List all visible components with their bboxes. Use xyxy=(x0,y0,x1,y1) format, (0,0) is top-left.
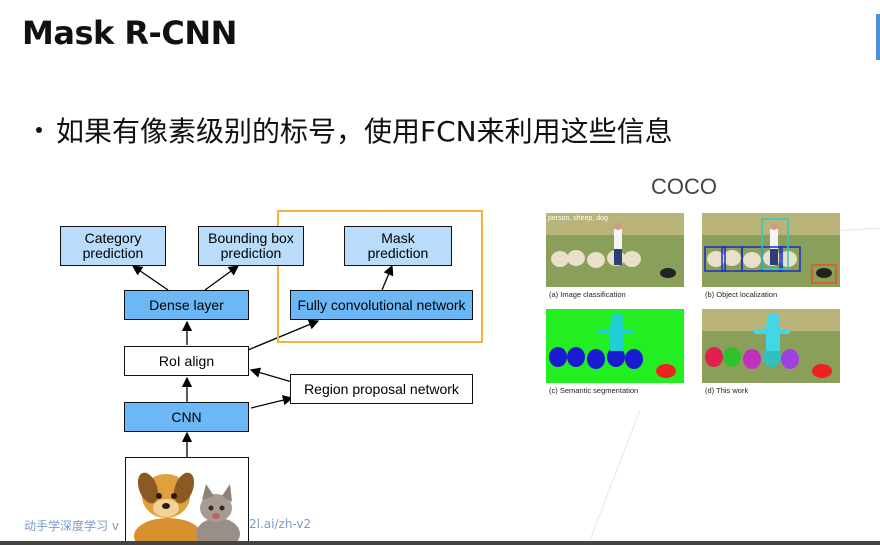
panel-d-caption: (d) This work xyxy=(705,386,749,395)
panel-c-caption: (c) Semantic segmentation xyxy=(549,386,639,395)
panel-a-tag: person, sheep, dog xyxy=(548,215,608,222)
instance-seg-image xyxy=(702,309,840,383)
dense-layer-box: Dense layer xyxy=(124,290,249,320)
bullet-line: 如果有像素级别的标号，使用FCN来利用这些信息 xyxy=(36,110,673,150)
panel-object-localization xyxy=(702,213,840,287)
category-prediction-box: Category prediction xyxy=(60,226,166,266)
input-photo xyxy=(125,457,249,545)
fcn-box: Fully convolutional network xyxy=(290,290,473,320)
panel-a-caption: (a) Image classification xyxy=(549,290,626,299)
bottom-bar xyxy=(0,541,880,545)
footer-link[interactable]: 2l.ai/zh-v2 xyxy=(249,517,312,531)
bbox-prediction-box: Bounding box prediction xyxy=(198,226,304,266)
mask-prediction-box: Mask prediction xyxy=(344,226,452,266)
footer-left: 动手学深度学习 v xyxy=(24,519,119,533)
bullet-text: 如果有像素级别的标号，使用FCN来利用这些信息 xyxy=(56,115,673,148)
rpn-box: Region proposal network xyxy=(290,374,473,404)
sheep-boxes-image xyxy=(702,213,840,287)
bullet-dot xyxy=(36,127,42,133)
accent-bar xyxy=(876,14,880,60)
panel-image-classification: person, sheep, dog xyxy=(546,213,684,287)
coco-label: COCO xyxy=(651,174,717,199)
mask-branch-highlight xyxy=(277,210,483,343)
panel-instance-segmentation xyxy=(702,309,840,383)
puppy-kitten-image xyxy=(126,458,248,544)
cnn-box: CNN xyxy=(124,402,249,432)
semantic-seg-image xyxy=(546,309,684,383)
roi-align-box: RoI align xyxy=(124,346,249,376)
panel-semantic-segmentation xyxy=(546,309,684,383)
sheep-field-image xyxy=(546,213,684,287)
slide-title: Mask R-CNN xyxy=(22,14,237,52)
panel-b-caption: (b) Object localization xyxy=(705,290,778,299)
